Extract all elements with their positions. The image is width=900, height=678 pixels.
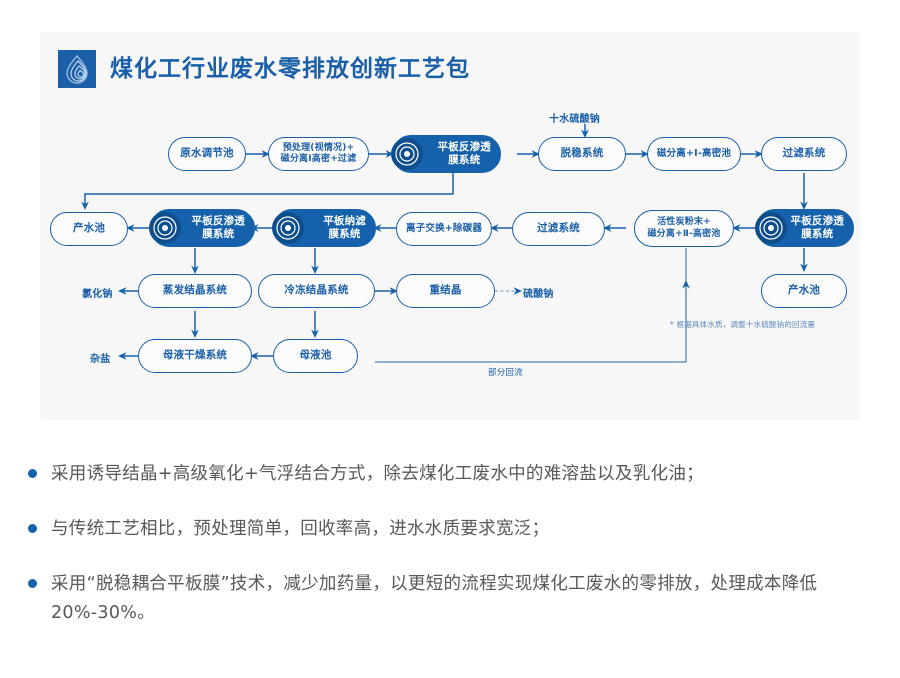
flow-node-product-water-tank-1[interactable]: 产水池 [50, 212, 128, 246]
membrane-icon [148, 211, 182, 245]
list-item: 与传统工艺相比，预处理简单，回收率高，进水水质要求宽泛； [28, 515, 878, 544]
flow-node-evaporation-crystallization[interactable]: 蒸发结晶系统 [138, 274, 252, 308]
flow-node-destabilization[interactable]: 脱稳系统 [538, 137, 626, 171]
bullet-text: 采用“脱稳耦合平板膜”技术，减少加药量，以更短的流程实现煤化工废水的零排放，处理… [51, 573, 818, 623]
page-title: 煤化工行业废水零排放创新工艺包 [110, 55, 470, 82]
node-label: 活性炭粉末+磁分离+Ⅱ-高密池 [647, 217, 721, 239]
node-label: 过滤系统 [537, 222, 580, 235]
footnote-text: * 根据具体水质，调整十水硫酸钠的回流量 [670, 320, 816, 329]
bullet-text: 与传统工艺相比，预处理简单，回收率高，进水水质要求宽泛； [51, 518, 550, 539]
flow-node-ion-exchange-decarbonator[interactable]: 离子交换+除碳器 [396, 212, 492, 246]
list-item: 采用诱导结晶+高级氧化+气浮结合方式，除去煤化工废水中的难溶盐以及乳化油； [28, 460, 878, 489]
flow-node-ro-membrane-2[interactable]: 平板反渗透膜系统 [148, 209, 255, 247]
node-label: 平板纳滤膜系统 [323, 214, 366, 240]
node-label: 冷冻结晶系统 [284, 284, 349, 297]
membrane-icon [390, 137, 424, 171]
flow-node-raw-water-tank[interactable]: 原水调节池 [168, 137, 246, 171]
flow-node-nanofiltration-membrane[interactable]: 平板纳滤膜系统 [271, 209, 376, 247]
node-label: 重结晶 [429, 284, 462, 297]
flow-node-activated-carbon-mag-sep-2[interactable]: 活性炭粉末+磁分离+Ⅱ-高密池 [634, 210, 734, 247]
node-label: 过滤系统 [782, 147, 826, 160]
node-label: 平板反渗透膜系统 [191, 214, 245, 240]
process-diagram-card: 煤化工行业废水零排放创新工艺包 [40, 32, 860, 420]
node-label: 离子交换+除碳器 [405, 223, 483, 235]
node-label: 母液干燥系统 [162, 349, 228, 362]
bullet-text: 采用诱导结晶+高级氧化+气浮结合方式，除去煤化工废水中的难溶盐以及乳化油； [51, 464, 704, 484]
flow-node-ro-membrane-1[interactable]: 平板反渗透膜系统 [390, 135, 501, 173]
flowchart: 原水调节池 预处理(视情况)+磁分离Ⅰ高密+过滤 平板反渗透膜系统 脱稳系统 [40, 32, 860, 420]
node-label: 平板反渗透膜系统 [437, 140, 491, 166]
flow-node-mother-liquor-drying[interactable]: 母液干燥系统 [138, 339, 252, 373]
membrane-icon [754, 211, 788, 245]
bullet-dot-icon [28, 469, 37, 478]
membrane-icon [271, 211, 305, 245]
flow-node-mother-liquor-tank[interactable]: 母液池 [273, 339, 358, 373]
reagent-label-top: 十水硫酸钠 [549, 114, 600, 125]
flow-node-recrystallization[interactable]: 重结晶 [396, 274, 495, 308]
node-label: 平板反渗透膜系统 [790, 214, 844, 240]
output-label-sodium-chloride: 氯化钠 [82, 289, 113, 300]
partial-return-label: 部分回流 [488, 368, 523, 378]
bullet-dot-icon [28, 578, 37, 588]
flow-node-filtration-1[interactable]: 过滤系统 [761, 137, 847, 171]
node-label: 脱稳系统 [560, 147, 604, 160]
output-label-mixed-salt: 杂盐 [90, 354, 111, 365]
card-header: 煤化工行业废水零排放创新工艺包 [58, 50, 470, 88]
bullet-dot-icon [28, 523, 37, 533]
flow-node-ro-membrane-3[interactable]: 平板反渗透膜系统 [754, 209, 854, 247]
node-label: 磁分离+Ⅰ-高密池 [656, 148, 732, 160]
node-label: 蒸发结晶系统 [162, 284, 228, 297]
flow-node-pretreatment[interactable]: 预处理(视情况)+磁分离Ⅰ高密+过滤 [268, 137, 369, 171]
node-label: 原水调节池 [180, 147, 234, 160]
output-label-sodium-sulfate: 硫酸钠 [523, 289, 554, 300]
list-item: 采用“脱稳耦合平板膜”技术，减少加药量，以更短的流程实现煤化工废水的零排放，处理… [28, 570, 878, 628]
water-ripple-logo-icon [58, 50, 96, 88]
node-label: 产水池 [72, 222, 106, 235]
bullet-list: 采用诱导结晶+高级氧化+气浮结合方式，除去煤化工废水中的难溶盐以及乳化油； 与传… [28, 460, 878, 654]
node-label: 母液池 [299, 349, 332, 362]
flow-connectors [81, 124, 808, 363]
node-label: 产水池 [787, 284, 821, 297]
flow-node-filtration-2[interactable]: 过滤系统 [512, 212, 605, 246]
flow-node-freeze-crystallization[interactable]: 冷冻结晶系统 [258, 274, 375, 308]
flow-node-product-water-tank-2[interactable]: 产水池 [761, 274, 847, 308]
flow-node-mag-sep-1[interactable]: 磁分离+Ⅰ-高密池 [647, 137, 741, 171]
node-label: 预处理(视情况)+磁分离Ⅰ高密+过滤 [280, 142, 357, 164]
